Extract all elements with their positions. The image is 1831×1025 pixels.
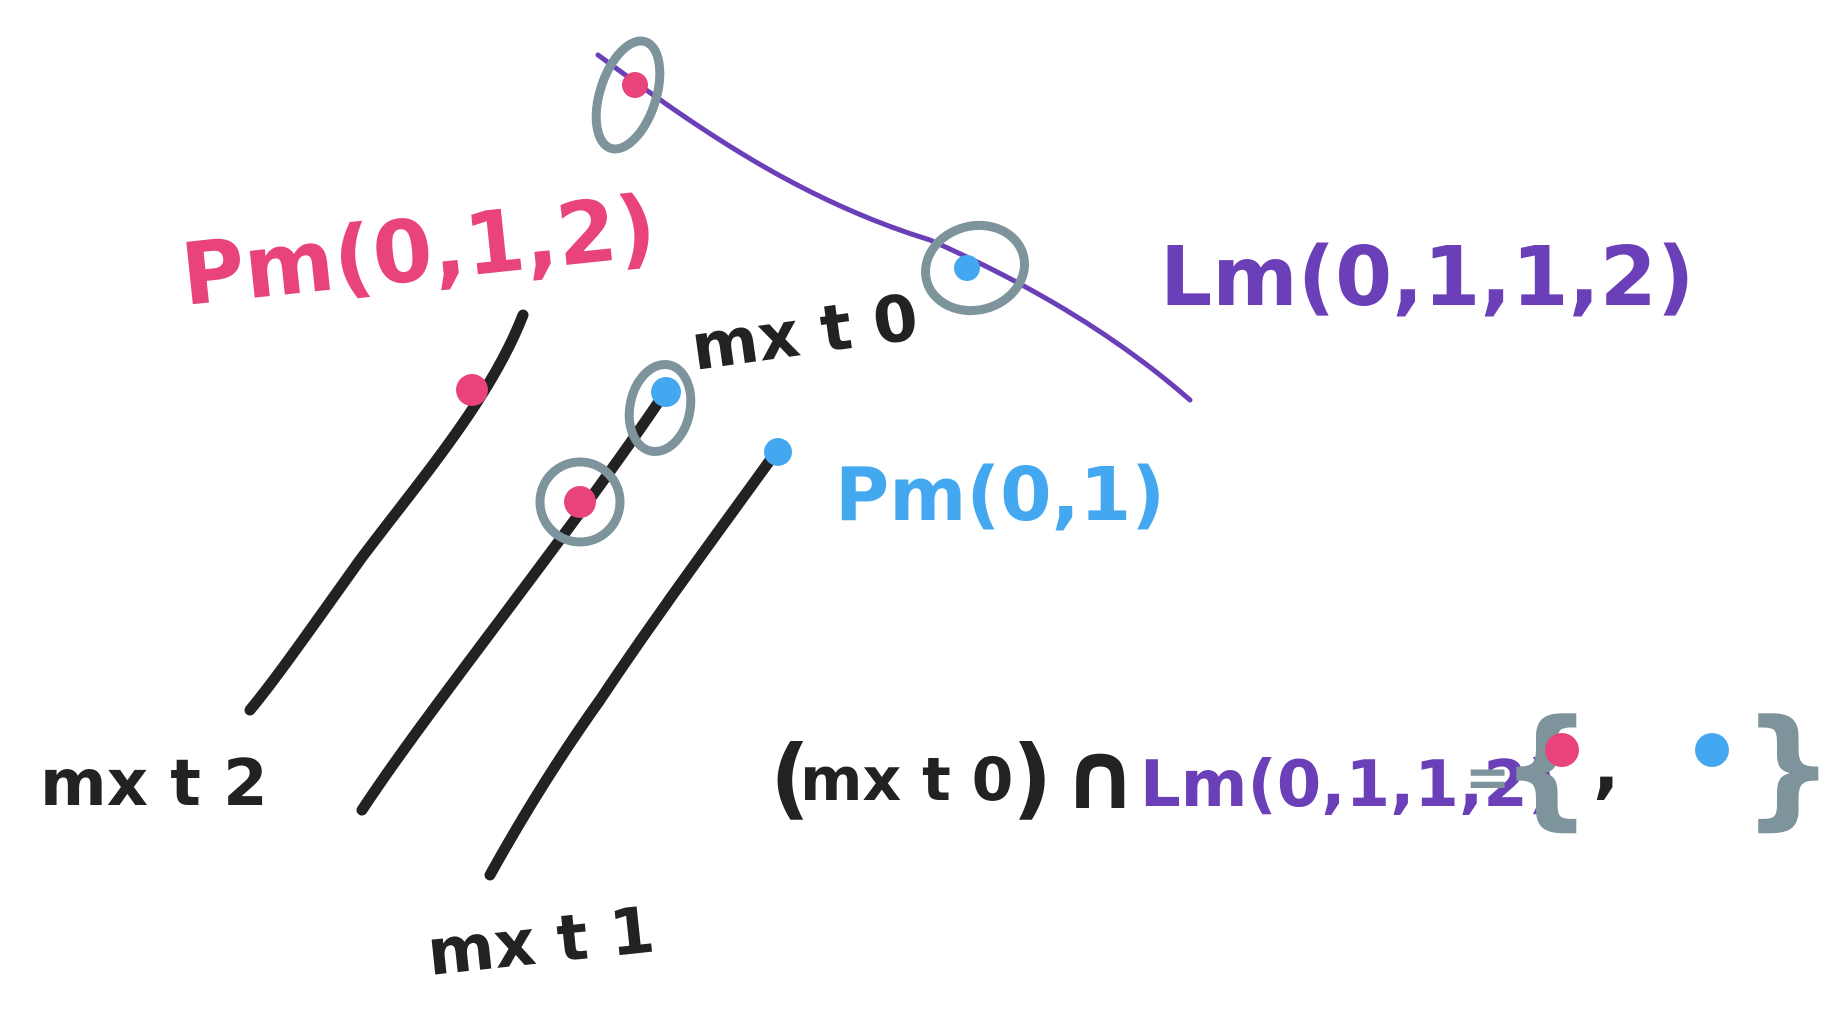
equation-comma: , bbox=[1593, 725, 1620, 807]
gray-circle-right bbox=[920, 220, 1030, 316]
equation-brace-open: { bbox=[1500, 691, 1593, 843]
blue-dot-middle-upper bbox=[651, 377, 681, 407]
gray-circle-top-left bbox=[591, 36, 665, 154]
pink-dot-mx-t-2 bbox=[456, 374, 488, 406]
blue-dot-mx-t-1 bbox=[764, 438, 792, 466]
equation-lhs-term: mx t 0 bbox=[800, 745, 1013, 815]
pink-dot-middle-lower bbox=[564, 486, 596, 518]
gray-circle-middle-lower bbox=[535, 457, 625, 547]
equation-equals: = bbox=[1465, 746, 1510, 809]
gray-circle-middle-upper bbox=[624, 360, 696, 456]
pink-dot-top bbox=[622, 72, 648, 98]
blue-dot-right bbox=[954, 255, 980, 281]
label-mx-t-0: mx t 0 bbox=[687, 281, 923, 386]
black-line-mx-t-1 bbox=[484, 446, 782, 881]
equation-paren-close: ) bbox=[1012, 726, 1052, 829]
label-mx-t-1: mx t 1 bbox=[424, 894, 658, 991]
equation-paren-open: ( bbox=[770, 726, 810, 829]
purple-line-lm bbox=[595, 52, 1193, 403]
equation-intersection-symbol: ∩ bbox=[1062, 722, 1138, 831]
equation-blue-dot bbox=[1695, 733, 1729, 767]
equation-rhs-term: Lm(0,1,1,2) bbox=[1140, 748, 1557, 822]
black-line-mx-t-2 bbox=[244, 309, 529, 716]
label-lm-0-1-1-2: Lm(0,1,1,2) bbox=[1160, 230, 1694, 325]
label-pm-0-1: Pm(0,1) bbox=[835, 452, 1165, 538]
label-mx-t-2: mx t 2 bbox=[40, 747, 268, 821]
equation-pink-dot bbox=[1545, 733, 1579, 767]
black-line-mx-t-0 bbox=[356, 382, 674, 816]
equation-brace-close: } bbox=[1742, 691, 1831, 843]
label-pm-0-1-2: Pm(0,1,2) bbox=[177, 177, 661, 326]
equation: ( mx t 0 ) ∩ Lm(0,1,1,2) = { , } bbox=[770, 691, 1831, 843]
